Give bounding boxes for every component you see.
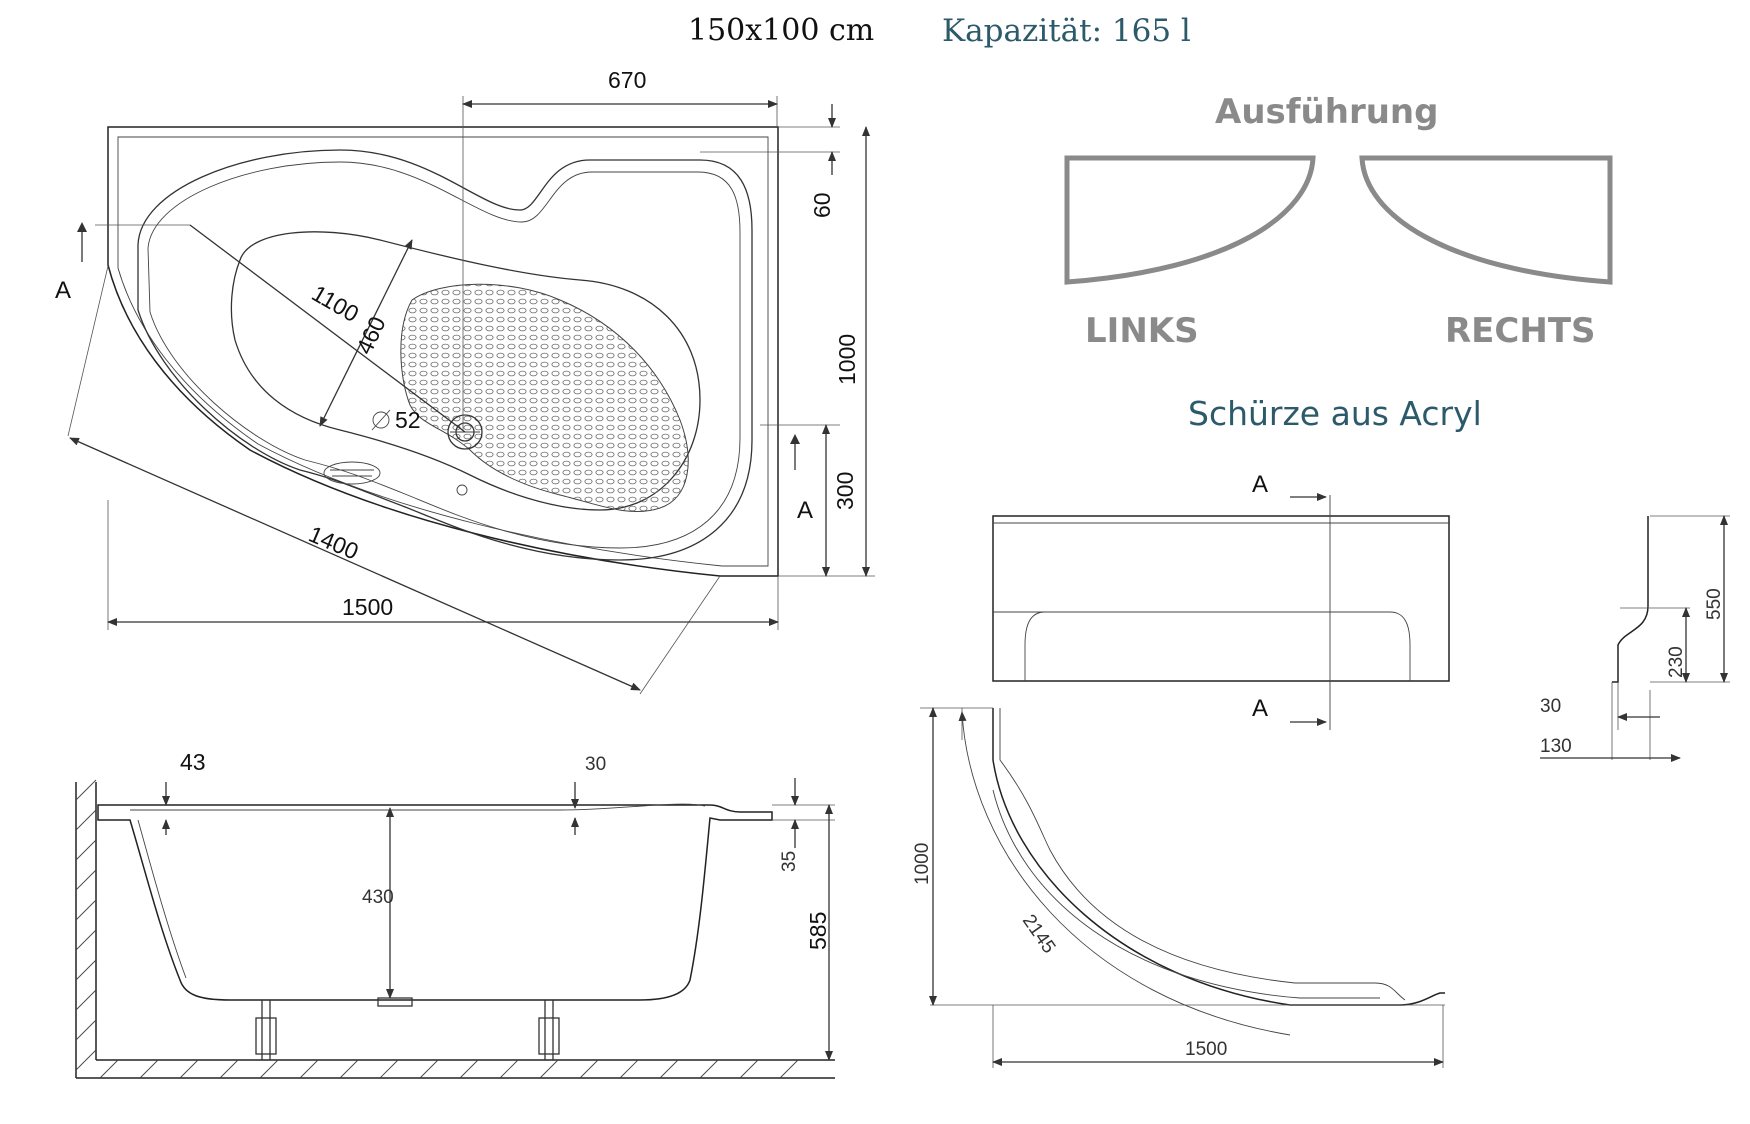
skirt-profile — [1612, 516, 1649, 683]
capacity-label: Kapazität: 165 l — [942, 13, 1191, 49]
section-mark-skirt-bottom: A — [1252, 695, 1327, 726]
skirt-plan-outer — [992, 708, 1445, 1006]
skirt-plan-inner2 — [992, 789, 1380, 999]
dim-130: 130 — [1540, 736, 1572, 757]
dim-skirt-1500: 1500 — [1185, 1039, 1227, 1060]
side-view: 43 30 430 35 585 — [75, 749, 835, 1079]
variant-right-shape — [1359, 155, 1613, 285]
dim-35: 35 — [779, 851, 800, 872]
skirt-title: Schürze aus Acryl — [1188, 394, 1482, 433]
dim-skirt-1000: 1000 — [912, 843, 933, 885]
dim-585: 585 — [805, 912, 831, 950]
dim-300: 300 — [832, 472, 858, 510]
wall-hatching — [75, 779, 97, 1071]
variant-left-shape — [1064, 155, 1316, 285]
top-view: 670 60 1000 300 1100 460 52 1400 — [55, 67, 875, 695]
dim-550: 550 — [1704, 588, 1725, 620]
diameter-icon — [371, 409, 391, 431]
section-mark-skirt-top: A — [1252, 471, 1327, 501]
svg-text:A: A — [1252, 471, 1268, 498]
svg-text:A: A — [797, 497, 813, 524]
dim-1400: 1400 — [305, 521, 362, 565]
leg-left — [255, 1000, 277, 1060]
skirt-panel: Schürze aus Acryl A A 550 230 30 130 — [912, 394, 1730, 1068]
size-label: 150x100 cm — [688, 13, 874, 48]
variants-panel: Ausführung LINKS RECHTS — [1064, 92, 1613, 351]
skirt-plan-inner — [999, 708, 1406, 1001]
dim-60: 60 — [809, 192, 835, 218]
dim-52: 52 — [395, 407, 421, 433]
dim-line-1400 — [69, 437, 641, 691]
dim-side-30: 30 — [585, 754, 606, 775]
skirt-front-view — [992, 515, 1450, 682]
dim-line-2145 — [958, 711, 1291, 1036]
variant-left-label: LINKS — [1085, 311, 1199, 351]
tub-section-inner — [137, 819, 187, 979]
drain-section — [377, 997, 413, 1007]
variants-title: Ausführung — [1215, 92, 1438, 132]
section-mark-left: A — [55, 222, 87, 304]
variant-right-label: RECHTS — [1445, 311, 1596, 351]
dim-670: 670 — [608, 67, 646, 93]
svg-text:A: A — [1252, 695, 1268, 722]
section-mark-right: A — [790, 434, 813, 524]
skirt-front-step — [993, 611, 1411, 681]
overflow-grill-icon — [323, 461, 381, 485]
floor-hatching — [99, 1059, 799, 1079]
dim-430: 430 — [362, 887, 394, 908]
overflow-hole — [456, 484, 468, 496]
dim-line-460 — [319, 239, 413, 427]
tub-section-rim — [130, 803, 706, 811]
non-slip-area — [400, 283, 689, 513]
dim-1000: 1000 — [834, 334, 860, 385]
dim-30: 30 — [1540, 696, 1561, 717]
dim-230: 230 — [1666, 646, 1687, 678]
leg-right — [538, 1000, 560, 1060]
dim-2145: 2145 — [1018, 911, 1059, 958]
tub-section — [97, 804, 773, 1001]
dim-1500: 1500 — [342, 594, 393, 620]
svg-text:A: A — [55, 277, 71, 304]
dim-43: 43 — [180, 749, 206, 775]
